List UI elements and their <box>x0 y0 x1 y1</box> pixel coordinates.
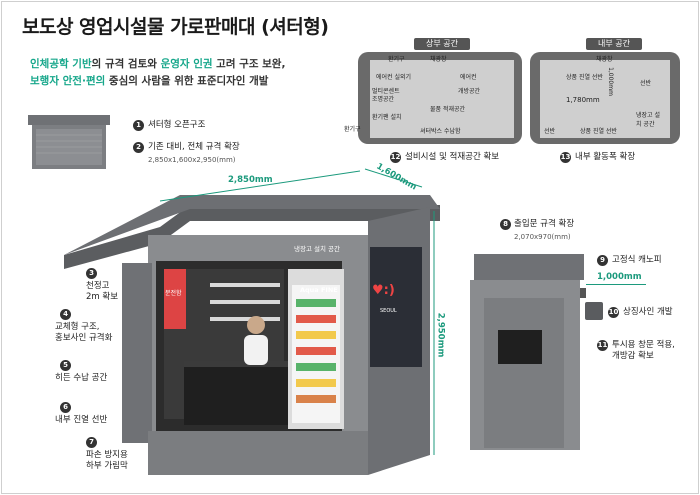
feature-2-sub: 2,850x1,600x2,950(mm) <box>148 156 236 164</box>
kiosk-thumbnail <box>28 115 110 171</box>
feature-4-label2: 홍보사인 규격화 <box>55 333 113 343</box>
kiosk-logo: ♥︎:) <box>372 283 395 298</box>
feature-3-label: 천정고 <box>86 281 110 291</box>
plan-top-label-1: 채광창 <box>430 56 447 63</box>
kiosk-side-elevation <box>470 254 586 450</box>
dim-width: 2,850mm <box>228 175 273 185</box>
plan-inner-room <box>540 60 670 138</box>
feature-2-number: 2 <box>133 142 144 153</box>
feature-9-number: 9 <box>597 255 608 266</box>
plan-inner-title: 내부 공간 <box>586 38 642 50</box>
plan-top-label-8: 환기팬 설치 <box>372 114 402 121</box>
feature-7-number: 7 <box>86 437 97 448</box>
feature-3-number: 3 <box>86 268 97 279</box>
plan-inner-dim-h: 1,000mm <box>606 67 614 96</box>
kiosk-illustration <box>64 168 440 475</box>
feature-11-label: 투시용 창문 적용, <box>612 340 675 350</box>
feature-11-label2: 개방감 확보 <box>612 351 654 361</box>
plan-top-label-7: 물품 적재공간 <box>430 106 466 113</box>
kiosk-fridge-label: 냉장고 설치 공간 <box>294 245 340 253</box>
plan-top-room <box>370 60 514 138</box>
plan-inner-label-5: 상품 진열 선반 <box>580 128 617 135</box>
plan-inner-label-4: 선반 <box>544 128 556 135</box>
kiosk-fridge-brand: Aqua FINE <box>300 286 338 294</box>
feature-2-label: 기존 대비, 전체 규격 확장 <box>148 142 240 152</box>
plan-top-label-3: 에어컨 <box>460 74 477 81</box>
feature-4-number: 4 <box>60 309 71 320</box>
feature-8-number: 8 <box>500 219 511 230</box>
symbol-sign <box>585 302 603 320</box>
intro-text: 인체공학 기반의 규격 검토와 운영자 인권 고려 구조 보완, 보행자 안전·… <box>30 58 286 87</box>
plan-top-label-5: 조명공간 <box>372 96 395 103</box>
plan-top-label-2: 에어컨 실외기 <box>376 74 412 81</box>
feature-1-label: 셔터형 오픈구조 <box>148 120 206 130</box>
plan-top-label-4: 멀티콘센트 <box>372 88 400 95</box>
feature-9-label: 고정식 캐노피 <box>612 255 662 265</box>
page-title: 보도상 영업시설물 가로판매대 (셔터형) <box>22 16 329 38</box>
feature-7-label: 파손 방지용 <box>86 450 128 460</box>
feature-12-label: 설비시설 및 적재공간 확보 <box>405 152 500 162</box>
kiosk-side-sign: 분전함 <box>165 290 182 297</box>
plan-top-label-9: 셔터박스 수납함 <box>420 128 461 135</box>
feature-10-label: 상징사인 개발 <box>623 307 673 317</box>
dim-height: 2,950mm <box>435 312 446 358</box>
kiosk-logo-sub: SEOUL <box>380 308 397 314</box>
feature-1-number: 1 <box>133 120 144 131</box>
feature-13-label: 내부 활동폭 확장 <box>575 152 636 162</box>
plan-inner-label-1: 상품 진열 선반 <box>566 74 603 81</box>
dim-canopy: 1,000mm <box>597 272 642 282</box>
plan-top-label-6: 개방공간 <box>458 88 481 95</box>
feature-5-number: 5 <box>60 360 71 371</box>
plan-top-label-10: 환기구 <box>344 126 361 133</box>
feature-13-number: 13 <box>560 152 571 163</box>
feature-12-number: 12 <box>390 152 401 163</box>
feature-7-label2: 하부 가림막 <box>86 461 128 471</box>
feature-8-sub: 2,070x970(mm) <box>514 233 571 241</box>
feature-8-label: 출입문 규격 확장 <box>514 219 575 229</box>
feature-11-number: 11 <box>597 340 608 351</box>
plan-inner-label-3: 냉장고 설치 공간 <box>636 112 660 128</box>
plan-inner-label-0: 채광창 <box>596 56 613 63</box>
plan-top-label-0: 환기구 <box>388 56 405 63</box>
feature-3-label2: 2m 확보 <box>86 292 119 302</box>
feature-6-label: 내부 진열 선반 <box>55 415 108 425</box>
feature-4-label: 교체형 구조, <box>55 322 100 332</box>
plan-inner-dim-w: 1,780mm <box>566 96 600 104</box>
canopy-arrow <box>586 284 646 285</box>
plan-top-title: 상부 공간 <box>414 38 470 50</box>
feature-6-number: 6 <box>60 402 71 413</box>
feature-10-number: 10 <box>608 307 619 318</box>
feature-5-label: 히든 수납 공간 <box>55 373 108 383</box>
plan-inner-label-2: 선반 <box>640 80 652 87</box>
